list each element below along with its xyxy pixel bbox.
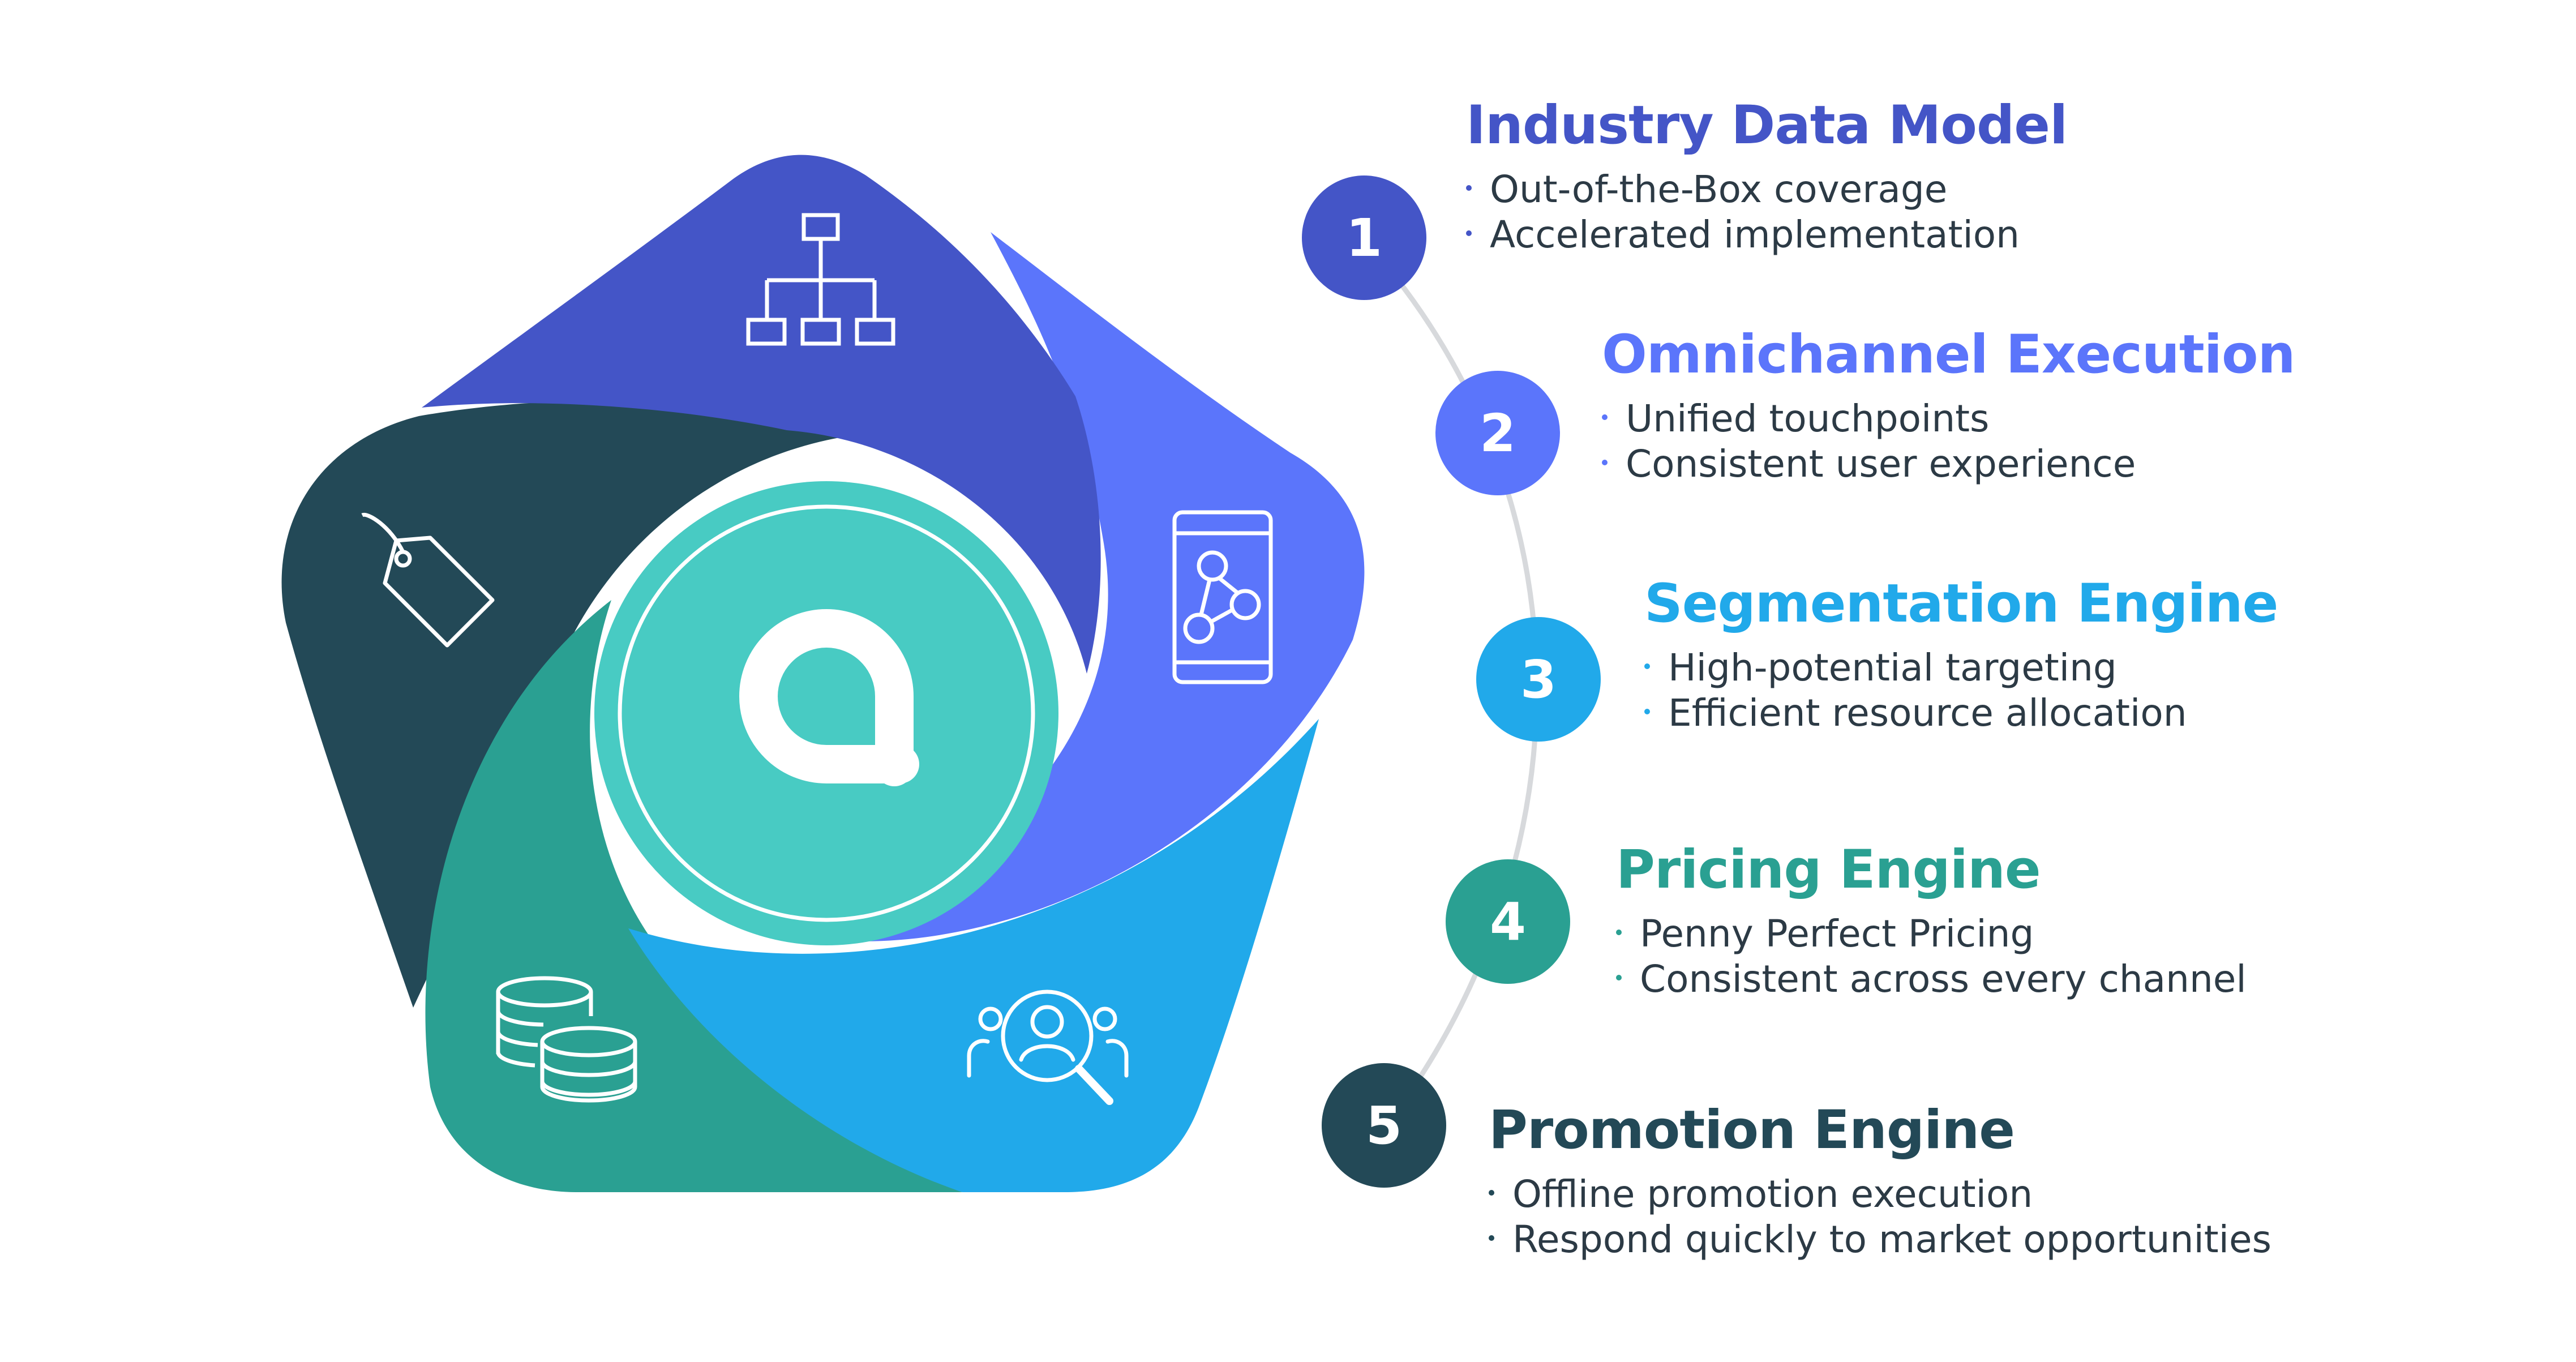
feature-bullets: Penny Perfect Pricing Consistent across … <box>1616 911 2247 1002</box>
feature-pricing-engine: Pricing Engine Penny Perfect Pricing Con… <box>1616 841 2247 1002</box>
feature-bullets: High-potential targeting Efficient resou… <box>1644 645 2278 736</box>
bullet-dot <box>1466 230 1472 237</box>
segment-data-model[interactable] <box>422 155 1101 674</box>
segment-omnichannel[interactable] <box>826 232 1365 941</box>
feature-bullets: Out-of-the-Box coverage Accelerated impl… <box>1466 167 2067 258</box>
segment-segmentation[interactable] <box>628 719 1319 1192</box>
price-tag-icon <box>361 512 495 648</box>
bullet-dot <box>1616 930 1622 936</box>
feature-omnichannel-execution: Omnichannel Execution Unified touchpoint… <box>1602 325 2295 487</box>
bullet-dot <box>1644 663 1650 670</box>
bullet-item: Offline promotion execution <box>1489 1172 2271 1217</box>
feature-bullets: Offline promotion execution Respond quic… <box>1489 1172 2271 1262</box>
bullet-dot <box>1602 414 1608 421</box>
feature-number-5: 5 <box>1322 1063 1446 1188</box>
bullet-item: Consistent user experience <box>1602 442 2295 487</box>
feature-title: Omnichannel Execution <box>1602 324 2295 386</box>
segment-promotion[interactable] <box>281 400 849 1008</box>
feature-segmentation-engine: Segmentation Engine High-potential targe… <box>1644 575 2278 736</box>
bullet-item: Penny Perfect Pricing <box>1616 911 2247 957</box>
feature-promotion-engine: Promotion Engine Offline promotion execu… <box>1489 1101 2271 1262</box>
hierarchy-icon <box>746 213 895 346</box>
feature-title: Promotion Engine <box>1489 1099 2015 1161</box>
feature-title: Segmentation Engine <box>1644 573 2278 635</box>
bullet-item: Accelerated implementation <box>1466 212 2067 258</box>
bullet-item: Respond quickly to market opportunities <box>1489 1217 2271 1262</box>
feature-title: Industry Data Model <box>1466 95 2068 156</box>
bullet-item: High-potential targeting <box>1644 645 2278 691</box>
bullet-dot <box>1489 1235 1494 1241</box>
feature-industry-data-model: Industry Data Model Out-of-the-Box cover… <box>1466 95 2068 258</box>
bullet-item: Efficient resource allocation <box>1644 691 2278 736</box>
bullet-dot <box>1602 460 1608 466</box>
bullet-item: Unified touchpoints <box>1602 396 2295 442</box>
segment-pricing[interactable] <box>425 600 962 1192</box>
feature-bullets: Unified touchpoints Consistent user expe… <box>1602 396 2295 487</box>
mobile-network-icon <box>1172 510 1273 684</box>
user-search-icon <box>967 990 1129 1105</box>
bullet-item: Consistent across every channel <box>1616 957 2247 1002</box>
bullet-dot <box>1644 709 1650 715</box>
coins-icon <box>496 976 637 1103</box>
brand-logo-icon <box>739 609 919 786</box>
bullet-item: Out-of-the-Box coverage <box>1466 167 2067 212</box>
bullet-dot <box>1489 1190 1494 1196</box>
feature-number-2: 2 <box>1435 371 1560 495</box>
center-circle <box>594 481 1058 945</box>
bullet-dot <box>1466 185 1472 191</box>
feature-number-1: 1 <box>1302 175 1426 300</box>
feature-title: Pricing Engine <box>1616 839 2041 901</box>
center-ring <box>618 504 1035 922</box>
feature-number-3: 3 <box>1476 617 1601 742</box>
bullet-dot <box>1616 975 1622 981</box>
feature-number-4: 4 <box>1446 859 1570 984</box>
